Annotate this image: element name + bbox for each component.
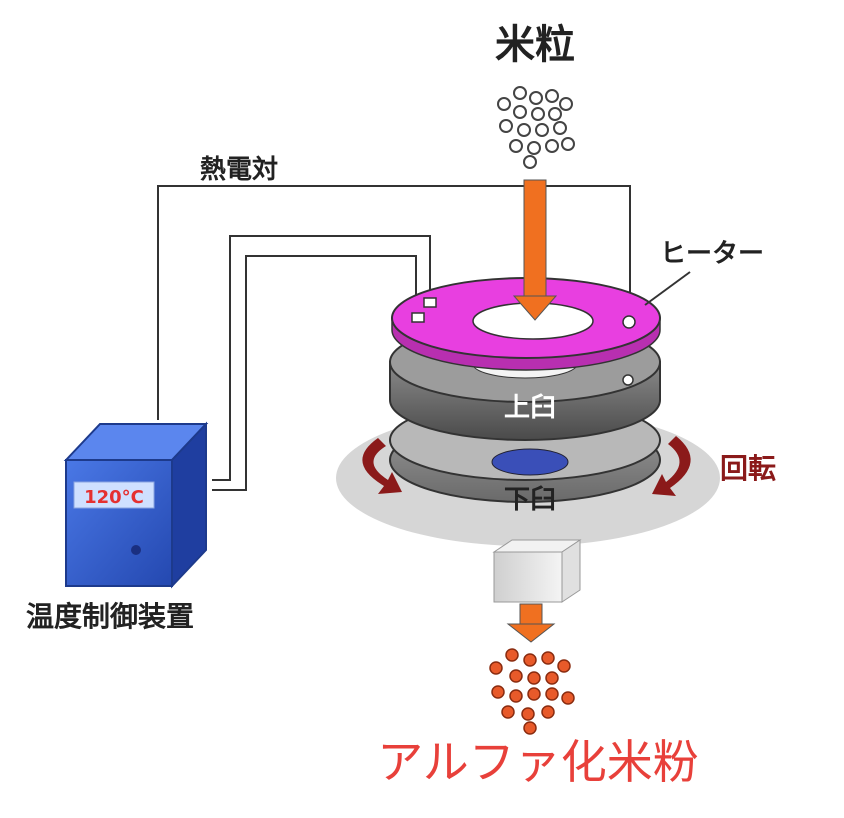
controller-display-value: 120°C: [84, 487, 144, 508]
output-product-label: アルファ化米粉: [377, 735, 699, 789]
output-chute: [492, 539, 582, 603]
temperature-controller-label: 温度制御装置: [26, 600, 194, 633]
heater-pointer: [644, 271, 691, 306]
controller-display: [73, 481, 155, 509]
output-rice-particles: [489, 648, 575, 735]
rice-grain-label: 米粒: [495, 22, 575, 68]
controller-wires: [212, 235, 431, 491]
heater-label: ヒーター: [660, 239, 764, 269]
upper-millstone-label: 上臼: [504, 393, 556, 423]
output-arrow: [506, 603, 556, 643]
lower-millstone-hole: [491, 448, 569, 476]
rotation-arrow-left: [362, 438, 402, 494]
rotation-label: 回転: [720, 452, 776, 485]
rotation-arrow-right: [652, 436, 691, 496]
thermocouple-label: 熱電対: [200, 155, 278, 185]
heater-ring: [391, 277, 661, 371]
temperature-controller: [63, 421, 209, 589]
lower-millstone-label: 下臼: [504, 485, 556, 515]
controller-knob: [131, 545, 141, 555]
thermocouple-wire: [157, 185, 631, 420]
input-arrow: [512, 179, 558, 321]
input-rice-grains: [497, 86, 575, 169]
